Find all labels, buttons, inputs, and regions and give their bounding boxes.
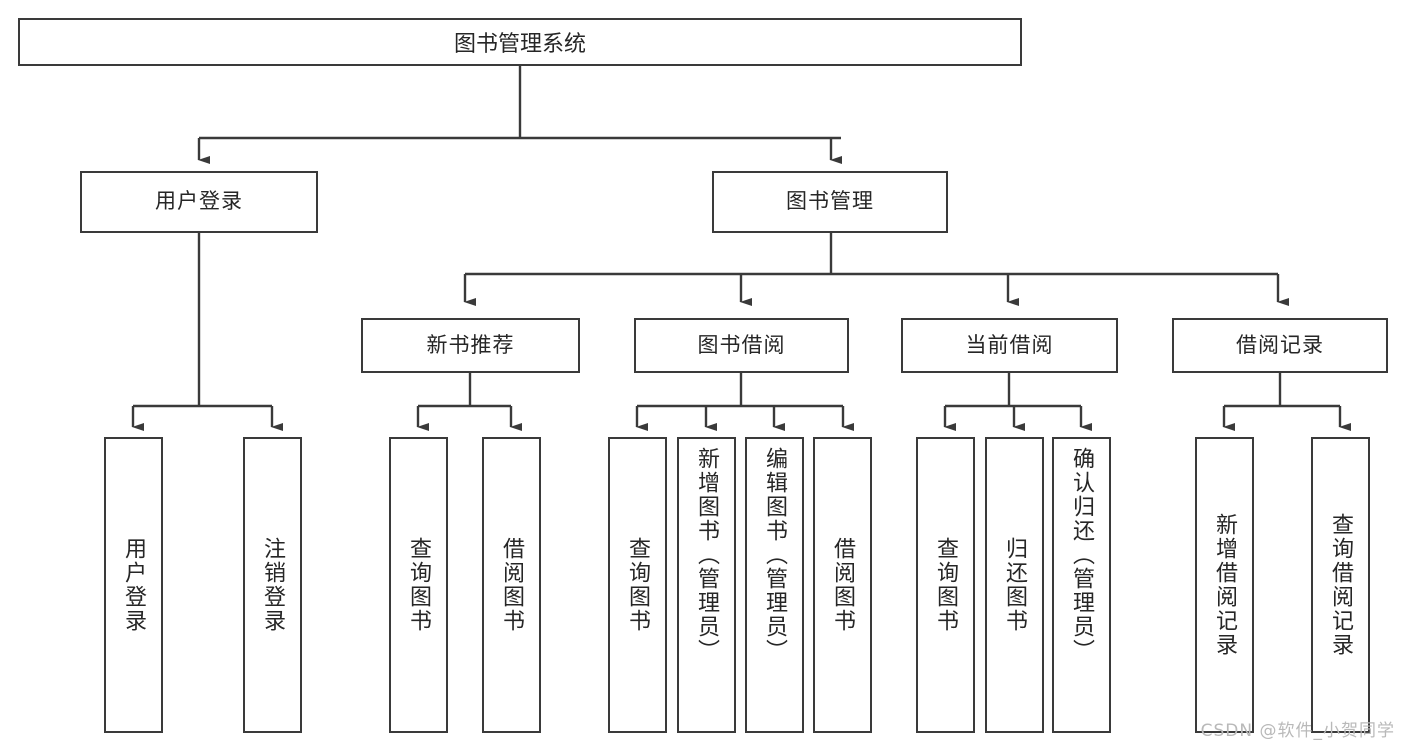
leaf-query-book-1-label: 查询图书: [406, 537, 432, 633]
watermark-text: CSDN @软件_小贺同学: [1200, 721, 1395, 741]
leaf-add-book[interactable]: 新增图书（管理员）: [677, 437, 736, 733]
leaf-query-book-2-label: 查询图书: [625, 537, 651, 633]
node-new-book-recommend-label: 新书推荐: [426, 332, 515, 357]
leaf-confirm-return-label: 确认归还（管理员）: [1069, 447, 1095, 663]
leaf-borrow-book-1-label: 借阅图书: [499, 537, 525, 633]
leaf-query-book-3-label: 查询图书: [933, 537, 959, 633]
node-current-borrow-label: 当前借阅: [965, 332, 1054, 357]
leaf-borrow-book-2-label: 借阅图书: [830, 537, 856, 633]
node-book-management-label: 图书管理: [786, 189, 874, 214]
leaf-edit-book-label: 编辑图书（管理员）: [762, 447, 788, 663]
leaf-borrow-book-2[interactable]: 借阅图书: [813, 437, 872, 733]
node-root[interactable]: 图书管理系统: [18, 18, 1022, 66]
leaf-logout-login[interactable]: 注销登录: [243, 437, 302, 733]
leaf-query-borrow-record-label: 查询借阅记录: [1328, 513, 1354, 657]
node-book-borrow-label: 图书借阅: [697, 332, 786, 357]
leaf-query-book-3[interactable]: 查询图书: [916, 437, 975, 733]
node-borrow-record[interactable]: 借阅记录: [1172, 318, 1388, 373]
node-book-borrow[interactable]: 图书借阅: [634, 318, 849, 373]
leaf-add-borrow-record[interactable]: 新增借阅记录: [1195, 437, 1254, 733]
leaf-user-login-label: 用户登录: [121, 537, 147, 633]
node-borrow-record-label: 借阅记录: [1236, 332, 1324, 357]
node-current-borrow[interactable]: 当前借阅: [901, 318, 1118, 373]
leaf-query-borrow-record[interactable]: 查询借阅记录: [1311, 437, 1370, 733]
node-root-label: 图书管理系统: [453, 32, 586, 57]
leaf-query-book-2[interactable]: 查询图书: [608, 437, 667, 733]
leaf-edit-book[interactable]: 编辑图书（管理员）: [745, 437, 804, 733]
leaf-return-book[interactable]: 归还图书: [985, 437, 1044, 733]
node-user-login-label: 用户登录: [155, 189, 243, 214]
leaf-borrow-book-1[interactable]: 借阅图书: [482, 437, 541, 733]
node-new-book-recommend[interactable]: 新书推荐: [361, 318, 580, 373]
leaf-add-book-label: 新增图书（管理员）: [694, 447, 720, 663]
leaf-confirm-return[interactable]: 确认归还（管理员）: [1052, 437, 1111, 733]
leaf-return-book-label: 归还图书: [1002, 537, 1028, 633]
leaf-logout-login-label: 注销登录: [260, 537, 286, 633]
leaf-add-borrow-record-label: 新增借阅记录: [1212, 513, 1238, 657]
node-user-login[interactable]: 用户登录: [80, 171, 318, 233]
leaf-query-book-1[interactable]: 查询图书: [389, 437, 448, 733]
node-book-management[interactable]: 图书管理: [712, 171, 948, 233]
leaf-user-login[interactable]: 用户登录: [104, 437, 163, 733]
